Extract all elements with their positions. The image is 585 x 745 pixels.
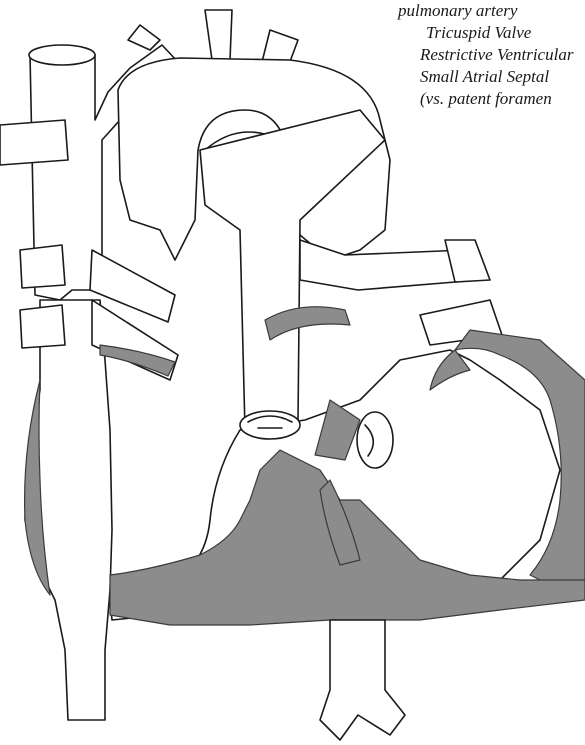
diagram-caption: pulmonary artery Tricuspid Valve Restric…: [398, 0, 585, 110]
ventricles: [110, 307, 585, 625]
caption-line-2: Tricuspid Valve: [398, 22, 585, 44]
caption-line-3: Restrictive Ventricular: [398, 44, 585, 66]
descending-vessel: [320, 620, 405, 740]
caption-line-5: (vs. patent foramen: [398, 88, 585, 110]
caption-line-4: Small Atrial Septal: [398, 66, 585, 88]
caption-line-1: pulmonary artery: [398, 0, 585, 22]
right-atrium: [25, 300, 112, 720]
